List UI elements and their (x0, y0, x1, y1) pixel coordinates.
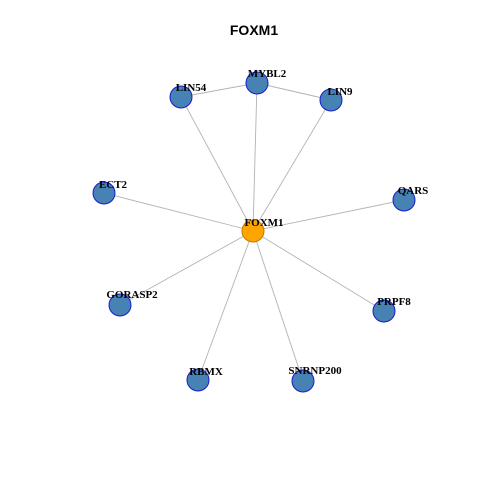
diagram-title: FOXM1 (230, 22, 278, 38)
node-ect2 (92, 181, 116, 205)
node-gorasp2 (108, 293, 132, 317)
edge-foxm1-qars (252, 199, 405, 232)
node-snrnp200 (291, 369, 315, 393)
node-label-lin9: LIN9 (327, 86, 353, 98)
edge-foxm1-gorasp2 (119, 230, 254, 306)
edge-foxm1-lin54 (180, 96, 254, 232)
node-label-snrnp200: SNRNP200 (288, 365, 342, 377)
node-prpf8 (372, 299, 396, 323)
edge-layer (103, 82, 405, 382)
node-lin9 (319, 88, 343, 112)
edge-mybl2-lin54 (180, 82, 258, 98)
node-label-lin54: LIN54 (176, 82, 207, 94)
edge-foxm1-mybl2 (252, 82, 258, 232)
node-label-rbmx: RBMX (189, 366, 223, 378)
edge-foxm1-ect2 (103, 192, 254, 232)
node-rbmx (186, 368, 210, 392)
node-mybl2 (245, 71, 269, 95)
node-label-gorasp2: GORASP2 (106, 289, 158, 301)
node-qars (392, 188, 416, 212)
node-lin54 (169, 85, 193, 109)
edge-foxm1-lin9 (252, 99, 332, 232)
node-label-ect2: ECT2 (99, 179, 128, 191)
node-label-mybl2: MYBL2 (248, 68, 287, 80)
edge-mybl2-lin9 (256, 82, 332, 101)
node-foxm1 (241, 219, 265, 243)
node-label-foxm1: FOXM1 (244, 217, 283, 229)
node-layer (92, 71, 416, 393)
node-label-prpf8: PRPF8 (377, 296, 411, 308)
edge-foxm1-rbmx (197, 230, 254, 381)
edge-foxm1-snrnp200 (252, 230, 304, 382)
node-label-qars: QARS (398, 185, 429, 197)
edge-foxm1-prpf8 (252, 230, 385, 312)
